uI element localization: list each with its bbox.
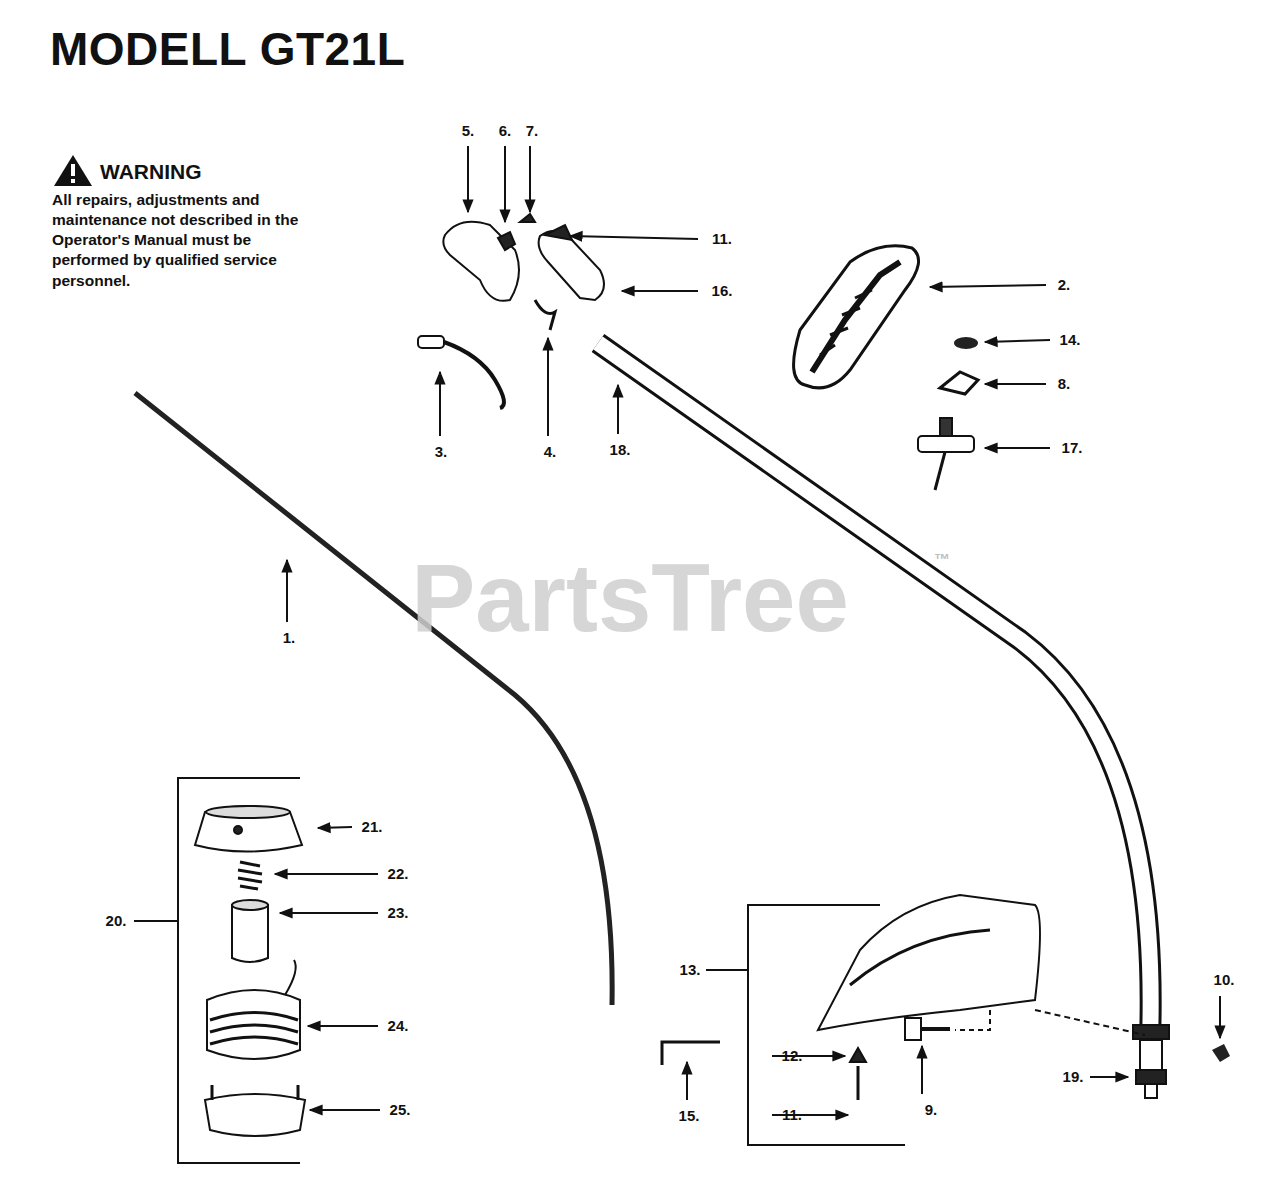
callout-number: 22. — [388, 866, 409, 883]
callout-number: 2. — [1058, 277, 1071, 294]
callout-number: 16. — [712, 283, 733, 300]
handle — [794, 246, 919, 388]
callout-number: 9. — [925, 1102, 938, 1119]
warning-heading: WARNING — [100, 160, 202, 183]
callout-number: 24. — [388, 1018, 409, 1035]
callout-number: 15. — [679, 1108, 700, 1125]
throttle-housing — [443, 214, 604, 330]
callout-number: 19. — [1063, 1069, 1084, 1086]
callout-number: 11. — [782, 1107, 802, 1124]
coupling — [1133, 1025, 1169, 1098]
wing-screw — [1212, 1044, 1230, 1062]
spool-head — [195, 806, 305, 1136]
callout-number: 18. — [610, 442, 631, 459]
callout-number: 12. — [782, 1048, 803, 1065]
callout-number: 21. — [362, 819, 383, 836]
callout-number: 11. — [712, 231, 732, 248]
callout-number: 25. — [390, 1102, 411, 1119]
callout-number: 20. — [106, 913, 127, 930]
callout-number: 8. — [1058, 376, 1071, 393]
callout-number: 1. — [283, 630, 296, 647]
leader-arrows — [275, 146, 1220, 1115]
grass-guard — [662, 895, 1145, 1100]
shaft-tube — [598, 343, 1151, 1040]
watermark: PartsTree — [411, 545, 849, 651]
diagram-title: MODELL GT21L — [50, 22, 405, 76]
callout-number: 7. — [526, 123, 539, 140]
drive-cable — [135, 393, 612, 1005]
stop-wire — [418, 336, 504, 408]
nut — [954, 337, 978, 349]
group-bracket — [134, 778, 905, 1163]
callout-number: 5. — [462, 123, 475, 140]
callout-number: 10. — [1214, 972, 1235, 989]
warning-text: All repairs, adjustments and maintenance… — [52, 190, 327, 291]
bolt-knob — [918, 418, 974, 490]
callout-number: 17. — [1062, 440, 1083, 457]
callout-number: 4. — [544, 444, 557, 461]
callout-number: 14. — [1060, 332, 1081, 349]
warning-icon — [54, 155, 92, 186]
clamp — [940, 372, 978, 394]
callout-number: 3. — [435, 444, 448, 461]
callout-number: 23. — [388, 905, 409, 922]
watermark-mark: ™ — [934, 551, 950, 569]
callout-number: 6. — [499, 123, 512, 140]
callout-number: 13. — [680, 962, 701, 979]
